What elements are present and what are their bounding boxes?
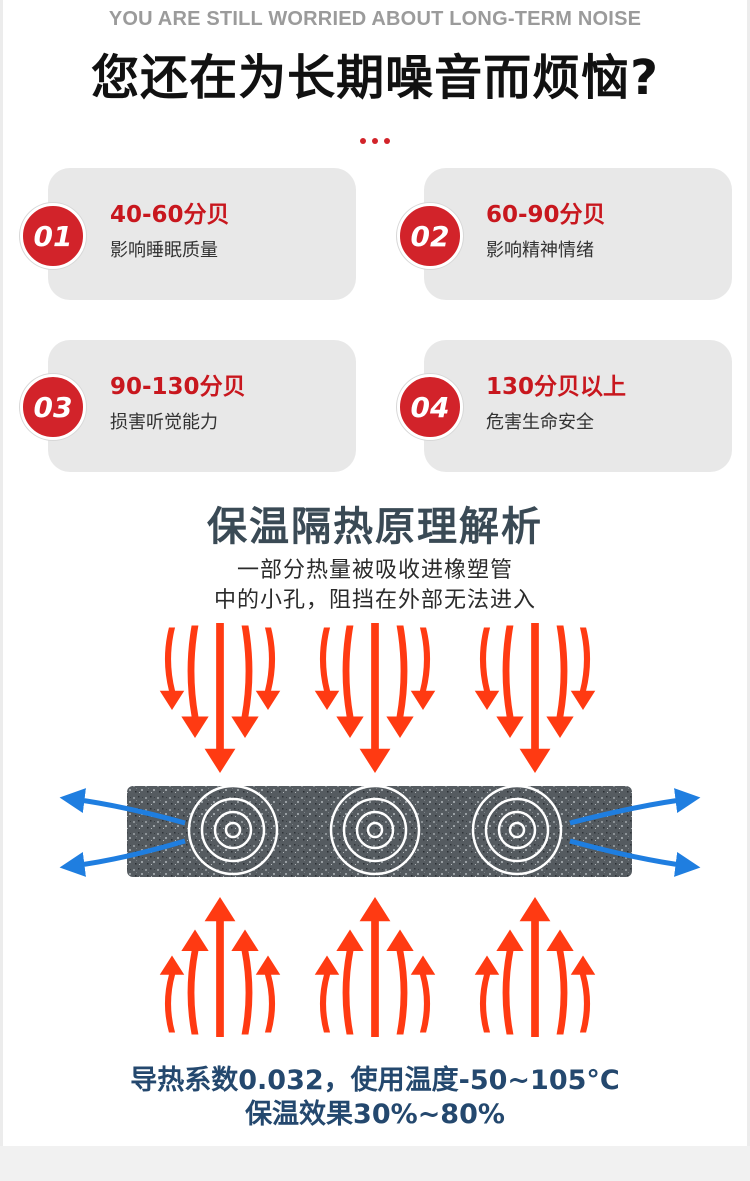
heat-arrow <box>255 955 281 1033</box>
insulation-effect-line: 保温效果30%~80% <box>245 1099 505 1130</box>
heat-arrow <box>159 955 185 1033</box>
noise-effect: 损害听觉能力 <box>110 412 218 433</box>
decibel-range: 40-60分贝 <box>110 202 230 228</box>
heat-arrow <box>519 897 551 1037</box>
heat-arrow <box>231 929 259 1035</box>
heat-arrow <box>410 955 436 1033</box>
left-edge <box>0 0 3 1181</box>
heat-arrow <box>181 929 209 1035</box>
heat-arrow <box>386 625 414 738</box>
pore-1 <box>187 784 279 876</box>
heat-arrow <box>570 627 596 710</box>
heat-arrow <box>546 625 574 738</box>
card-background <box>48 340 356 472</box>
decibel-range: 90-130分贝 <box>110 374 246 400</box>
heat-arrow <box>546 929 574 1035</box>
number-badge: 04 <box>397 374 463 440</box>
heat-arrow <box>496 625 524 738</box>
decibel-range: 130分贝以上 <box>486 374 627 400</box>
number-badge: 03 <box>20 374 86 440</box>
noise-effect: 影响睡眠质量 <box>110 240 218 261</box>
card-background <box>424 168 732 300</box>
heat-arrow <box>159 627 185 710</box>
insulation-diagram <box>59 623 701 1037</box>
number-badge: 02 <box>397 203 463 269</box>
card-background <box>424 340 732 472</box>
heat-arrow <box>314 627 340 710</box>
pore-3 <box>471 784 563 876</box>
noise-effect: 影响精神情绪 <box>486 240 594 261</box>
bottom-strip <box>0 1146 750 1181</box>
heat-arrow <box>359 623 391 773</box>
heat-arrow <box>181 625 209 738</box>
heat-arrow <box>231 625 259 738</box>
heat-arrow <box>255 627 281 710</box>
heat-arrow <box>336 929 364 1035</box>
heat-arrow <box>204 623 236 773</box>
heat-arrow <box>336 625 364 738</box>
divider-dots <box>0 129 750 148</box>
noise-effect: 危害生命安全 <box>486 412 594 433</box>
heat-arrow <box>496 929 524 1035</box>
heat-arrow <box>570 955 596 1033</box>
heat-arrow <box>204 897 236 1037</box>
page-title: 您还在为长期噪音而烦恼? <box>91 50 659 106</box>
card-background <box>48 168 356 300</box>
heat-arrow <box>474 627 500 710</box>
heat-arrow <box>386 929 414 1035</box>
heat-arrow <box>519 623 551 773</box>
principle-title: 保温隔热原理解析 <box>207 504 543 550</box>
number-badge: 01 <box>20 203 86 269</box>
principle-description-line2: 中的小孔，阻挡在外部无法进入 <box>213 588 536 613</box>
thermal-spec-line: 导热系数0.032，使用温度-50~105°C <box>130 1065 620 1096</box>
heat-arrow <box>474 955 500 1033</box>
right-edge <box>747 0 750 1181</box>
heat-arrow <box>359 897 391 1037</box>
heat-arrows-bottom <box>159 897 596 1037</box>
cool-arrows-left <box>59 788 186 877</box>
pore-rings <box>187 784 563 876</box>
heat-arrow <box>314 955 340 1033</box>
cool-arrows-right <box>569 788 701 877</box>
pore-2 <box>329 784 421 876</box>
decibel-range: 60-90分贝 <box>486 202 606 228</box>
principle-description-line1: 一部分热量被吸收进橡塑管 <box>236 558 513 583</box>
english-subtitle: YOU ARE STILL WORRIED ABOUT LONG-TERM NO… <box>108 8 642 30</box>
heat-arrows-top <box>159 623 596 773</box>
heat-arrow <box>410 627 436 710</box>
